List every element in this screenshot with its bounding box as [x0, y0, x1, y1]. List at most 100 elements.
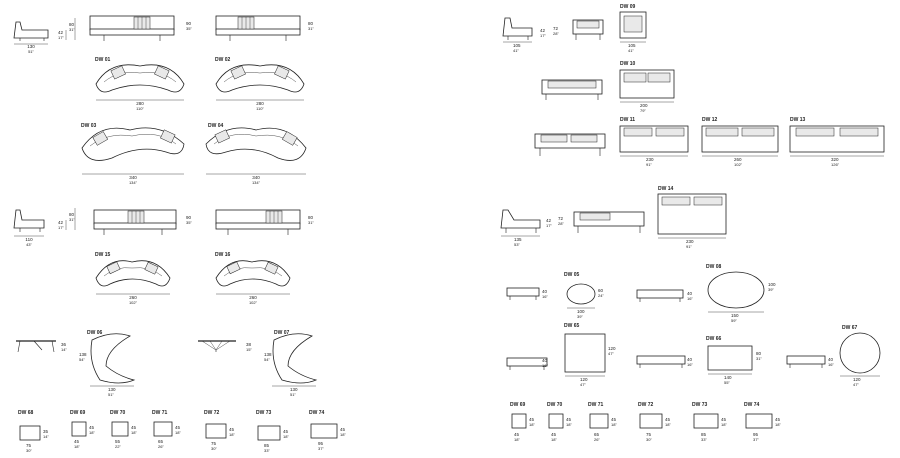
dimension-label: 37" [753, 437, 759, 442]
code-dw02: DW 02 [215, 57, 231, 63]
dimension-label: 200 [640, 103, 648, 108]
dimension-label: 72 [553, 26, 559, 31]
dimension-label: 45 [89, 425, 95, 430]
code-dw01: DW 01 [95, 57, 111, 63]
dw16-w-in: 102" [249, 300, 258, 305]
dimension-label: 16" [687, 362, 693, 367]
side2-depth-in: 43" [26, 242, 32, 247]
dimension-label: DW 69 [70, 410, 86, 416]
dimension-label: 18" [74, 444, 80, 449]
dw15-w-in: 102" [129, 300, 138, 305]
dimension-label: 42 [546, 218, 552, 223]
dimension-label: 39" [768, 287, 774, 292]
dimension-label: 80 [756, 351, 762, 356]
dimension-label: 26" [594, 437, 600, 442]
dw02-w-in: 110" [256, 106, 264, 111]
dimension-label: 126" [831, 162, 840, 167]
dimension-label: 14" [43, 434, 49, 439]
dw04-w: 340 [252, 175, 260, 180]
curved-sofa-dw02: DW 02 280 110" [215, 57, 305, 111]
dimension-label: 42 [540, 28, 546, 33]
front1-h: 90 [186, 21, 192, 26]
dimension-label: 45 [665, 417, 671, 422]
dimension-label: 16" [542, 294, 548, 299]
dimension-label: 45 [340, 427, 346, 432]
dimension-label: 45 [775, 417, 781, 422]
dimension-label: 41" [628, 48, 634, 53]
dw06-height-in: 14" [61, 347, 67, 352]
dw02-w: 280 [256, 101, 264, 106]
dw03-w-in: 134" [129, 180, 138, 185]
code-dw67: DW 67 [842, 325, 858, 331]
dimension-label: 53" [514, 242, 520, 247]
dimension-label: DW 71 [588, 402, 604, 408]
dimension-label: 47" [580, 382, 586, 387]
dimension-label: 18" [551, 437, 557, 442]
code-dw05: DW 05 [564, 272, 580, 278]
dw15-w: 260 [129, 295, 137, 300]
dimension-label: 40 [542, 358, 548, 363]
dw06-depth: 138 [79, 352, 87, 357]
side2-seat: 42 [58, 220, 64, 225]
dimension-label: 120 [580, 377, 588, 382]
dimension-label: 95 [318, 441, 324, 446]
dimension-label: DW 69 [510, 402, 526, 408]
dimension-label: 320 [831, 157, 839, 162]
dw07-w-in: 51" [290, 392, 296, 397]
side-view-lower: 110 43" 42 17" 80 31" [13, 208, 75, 247]
dimension-label: 85 [701, 432, 707, 437]
dimension-label: 40 [828, 357, 834, 362]
boomerang-table-dw07: 38 15" DW 07 138 54" 130 51" [198, 330, 318, 397]
dw04-w-in: 134" [252, 180, 261, 185]
dw07-height: 38 [246, 342, 252, 347]
curved-sofa-dw16: DW 16 260 102" [215, 252, 291, 305]
code-dw12: DW 12 [702, 117, 718, 123]
dimension-label: 37" [318, 446, 324, 451]
dimension-label: 16" [542, 363, 548, 368]
dimension-label: 45 [529, 417, 535, 422]
dimension-label: 45 [514, 432, 520, 437]
dw06-w: 130 [108, 387, 116, 392]
dimension-label: 120 [853, 377, 861, 382]
dimension-label: 40 [687, 357, 693, 362]
dimension-label: 18" [611, 422, 617, 427]
dimension-label: 17" [540, 33, 546, 38]
dimension-label: 16" [828, 362, 834, 367]
dimension-label: 35 [43, 429, 49, 434]
dimension-label: 102" [734, 162, 743, 167]
dimension-label: 95 [753, 432, 759, 437]
side-depth: 130 [27, 44, 35, 49]
dimension-label: 31" [756, 356, 762, 361]
dimension-label: 105 [513, 43, 521, 48]
dimension-label: 18" [529, 422, 535, 427]
dw07-depth-in: 54" [264, 357, 270, 362]
code-dw04: DW 04 [208, 123, 224, 129]
dimension-label: 120 [608, 346, 616, 351]
dimension-label: 18" [721, 422, 727, 427]
code-dw15: DW 15 [95, 252, 111, 258]
dimension-label: DW 70 [110, 410, 126, 416]
dimension-label: DW 71 [152, 410, 168, 416]
side2-seat-in: 17" [58, 225, 64, 230]
side-back-in: 31" [69, 27, 75, 32]
dw06-w-in: 51" [108, 392, 114, 397]
dimension-label: 24" [598, 293, 604, 298]
dimension-label: 45 [131, 425, 137, 430]
front-view-2: 80 31" [215, 15, 314, 41]
dimension-label: 45 [551, 432, 557, 437]
sofa-dw11-front [534, 133, 606, 156]
dimension-label: 47" [853, 382, 859, 387]
